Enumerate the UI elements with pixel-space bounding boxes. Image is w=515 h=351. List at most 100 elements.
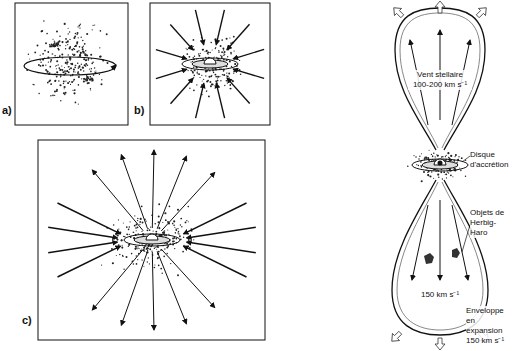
gas-dot	[198, 55, 200, 57]
gas-dot	[141, 259, 142, 260]
gas-dot	[211, 83, 213, 85]
gas-dot	[75, 33, 76, 34]
gas-dot	[140, 218, 142, 220]
flow-arrow	[187, 242, 256, 253]
gas-dot	[205, 75, 206, 76]
gas-dot	[227, 75, 229, 77]
leader-line	[462, 156, 470, 162]
gas-dot	[92, 29, 93, 30]
gas-dot	[47, 70, 49, 72]
gas-dot	[172, 241, 174, 243]
gas-dot	[158, 203, 160, 205]
gas-dot	[212, 49, 213, 50]
gas-dot	[122, 245, 123, 246]
gas-dot	[141, 231, 142, 232]
gas-dot	[220, 55, 221, 56]
flow-arrow	[440, 200, 441, 280]
flow-arrow	[48, 242, 117, 253]
gas-dot	[122, 255, 123, 256]
gas-dot	[209, 52, 211, 54]
gas-dot	[183, 237, 184, 238]
gas-dot	[177, 232, 178, 233]
gas-dot	[54, 42, 55, 43]
gas-dot	[86, 33, 88, 35]
flow-arrow	[233, 49, 264, 58]
gas-dot	[442, 178, 443, 179]
gas-dot	[186, 53, 188, 55]
flow-arrow	[216, 83, 224, 118]
panel-letter: c)	[22, 314, 36, 326]
gas-dot	[121, 240, 123, 242]
gas-dot	[193, 67, 195, 69]
gas-dot	[178, 231, 179, 232]
gas-dot	[223, 53, 224, 54]
gas-dot	[453, 168, 454, 169]
gas-dot	[58, 80, 60, 82]
gas-dot	[420, 161, 422, 163]
gas-dot	[428, 171, 429, 172]
gas-dot	[174, 248, 175, 249]
gas-dot	[433, 178, 434, 179]
gas-dot	[172, 238, 174, 240]
gas-dot	[202, 80, 203, 81]
gas-dot	[114, 238, 115, 239]
gas-dot	[93, 74, 95, 76]
gas-dot	[67, 70, 68, 71]
gas-dot	[52, 54, 53, 55]
gas-dot	[135, 227, 137, 229]
gas-dot	[73, 69, 75, 71]
gas-dot	[176, 228, 177, 229]
gas-dot	[66, 71, 67, 72]
gas-dot	[454, 168, 456, 170]
gas-dot	[90, 71, 92, 73]
gas-dot	[40, 55, 41, 56]
gas-dot	[219, 76, 220, 77]
gas-dot	[74, 89, 76, 91]
gas-dot	[234, 63, 236, 65]
gas-dot	[435, 156, 436, 157]
gas-dot	[192, 57, 194, 59]
gas-dot	[86, 54, 88, 56]
gas-dot	[32, 84, 33, 85]
gas-dot	[215, 38, 217, 40]
gas-dot	[194, 69, 196, 71]
gas-dot	[150, 226, 151, 227]
gas-dot	[198, 53, 199, 54]
gas-dot	[214, 85, 215, 86]
gas-dot	[155, 231, 157, 233]
gas-dot	[80, 56, 81, 57]
gas-dot	[212, 84, 214, 86]
gas-dot	[85, 65, 87, 67]
gas-dot	[159, 227, 160, 228]
gas-dot	[461, 157, 463, 159]
gas-dot	[211, 75, 212, 76]
gas-dot	[74, 66, 76, 68]
gas-dot	[450, 174, 452, 176]
gas-dot	[56, 68, 57, 69]
gas-dot	[193, 39, 195, 41]
gas-dot	[90, 54, 92, 56]
gas-dot	[82, 67, 84, 69]
flow-arrow	[227, 24, 250, 50]
gas-dot	[407, 166, 409, 168]
gas-dot	[87, 76, 89, 78]
gas-dot	[37, 45, 39, 47]
gas-dot	[78, 66, 80, 68]
gas-dot	[73, 71, 74, 72]
panel-frame	[150, 3, 270, 125]
gas-dot	[162, 273, 163, 274]
gas-dot	[166, 247, 168, 249]
gas-dot	[226, 80, 228, 82]
gas-dot	[167, 229, 168, 230]
gas-dot	[229, 77, 230, 78]
gas-dot	[158, 264, 160, 266]
gas-dot	[82, 67, 84, 69]
gas-dot	[128, 228, 130, 230]
gas-dot	[99, 56, 101, 58]
gas-dot	[50, 95, 51, 96]
gas-dot	[125, 236, 126, 237]
flow-arrow	[92, 249, 143, 310]
gas-dot	[123, 236, 124, 237]
gas-dot	[210, 42, 212, 44]
gas-dot	[137, 248, 138, 249]
